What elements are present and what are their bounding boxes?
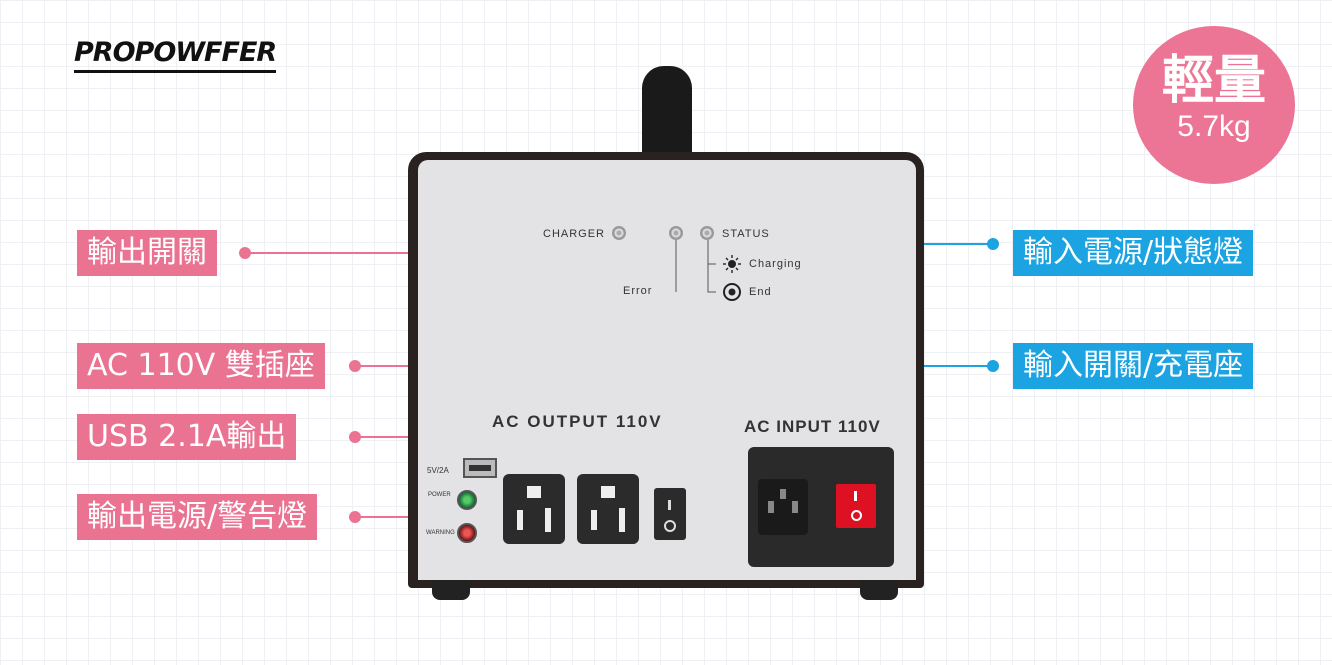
- usb-port-icon[interactable]: [463, 458, 497, 478]
- device-foot: [432, 580, 470, 600]
- connector-dot: [349, 431, 361, 443]
- ac-outlet-2: [577, 474, 639, 544]
- label-input-switch: 輸入開關/充電座: [1013, 343, 1254, 389]
- charger-text: CHARGER: [543, 228, 606, 240]
- warning-led-text: WARNING: [426, 530, 455, 536]
- input-power-switch[interactable]: [836, 484, 876, 528]
- connector-dot: [239, 247, 251, 259]
- connector-dot: [987, 360, 999, 372]
- label-usb: USB 2.1A輸出: [77, 414, 297, 460]
- weight-badge-value: 5.7kg: [1177, 110, 1251, 143]
- label-output-led: 輸出電源/警告燈: [77, 494, 318, 540]
- error-text: Error: [623, 285, 653, 297]
- ac-outlet-1: [503, 474, 565, 544]
- iec-inlet[interactable]: [758, 479, 808, 535]
- connector-dot: [987, 238, 999, 250]
- label-input-status: 輸入電源/狀態燈: [1013, 230, 1254, 276]
- sun-icon: [723, 255, 741, 273]
- label-output-switch: 輸出開關: [77, 230, 217, 276]
- brand-logo: PROPOWFFER: [74, 38, 277, 73]
- device-foot: [860, 580, 898, 600]
- usb-rating-text: 5V/2A: [427, 466, 449, 475]
- charger-led: [612, 226, 626, 240]
- ac-input-module: [748, 447, 894, 567]
- status-led: [700, 226, 714, 240]
- charging-text: Charging: [749, 258, 802, 270]
- device-handle: [642, 66, 692, 166]
- connector-dot: [349, 511, 361, 523]
- ac-input-text: AC INPUT 110V: [744, 417, 881, 436]
- connector-dot: [349, 360, 361, 372]
- warning-led: [457, 523, 477, 543]
- power-led: [457, 490, 477, 510]
- error-led: [669, 226, 683, 240]
- ring-icon: [723, 283, 741, 301]
- power-led-text: POWER: [428, 492, 451, 498]
- status-legend-lines: [675, 240, 741, 301]
- ac-output-text: AC OUTPUT 110V: [492, 412, 663, 431]
- end-text: End: [749, 286, 772, 298]
- weight-badge: 輕量 5.7kg: [1133, 26, 1295, 184]
- weight-badge-title: 輕量: [1161, 51, 1266, 111]
- label-ac-outlet: AC 110V 雙插座: [77, 343, 325, 389]
- output-power-switch[interactable]: [654, 488, 686, 540]
- status-text: STATUS: [722, 228, 770, 240]
